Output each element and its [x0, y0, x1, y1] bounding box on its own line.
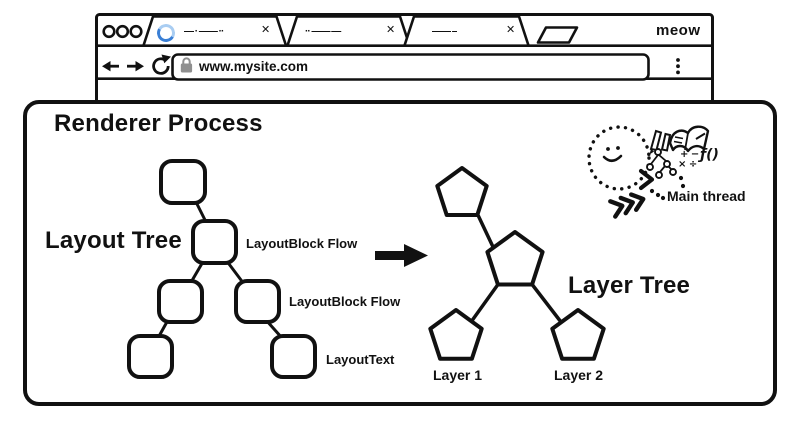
- tab-close-icon[interactable]: ✕: [261, 23, 271, 36]
- math-symbols-icon: + −: [680, 149, 699, 160]
- browser-brand-label: meow: [656, 22, 701, 39]
- tab-2[interactable]: [286, 15, 411, 46]
- tab-3[interactable]: [403, 15, 530, 46]
- layer-tree-label: Layer Tree: [568, 272, 691, 299]
- layout-tree-label: Layout Tree: [45, 227, 182, 254]
- function-symbol-icon: ƒ(): [700, 147, 719, 163]
- tab-close-icon[interactable]: ✕: [506, 23, 516, 36]
- window-buttons-icon[interactable]: [102, 24, 143, 39]
- forward-icon[interactable]: [127, 61, 144, 72]
- menu-icon[interactable]: [676, 58, 680, 75]
- tab-close-icon[interactable]: ✕: [386, 23, 396, 36]
- url-field[interactable]: [171, 53, 650, 81]
- tab-title-scribble: —— –: [432, 26, 457, 37]
- url-text[interactable]: www.mysite.com: [199, 59, 309, 74]
- tab-1-active[interactable]: [142, 15, 288, 46]
- main-thread-label: Main thread: [667, 188, 746, 204]
- lock-icon: [180, 57, 193, 73]
- reload-icon[interactable]: [152, 54, 171, 75]
- layout-node-label: LayoutText: [326, 352, 395, 367]
- layout-node-label: LayoutBlock Flow: [289, 294, 401, 309]
- renderer-process-title: Renderer Process: [54, 110, 263, 137]
- tab-title-scribble: — · —— ··: [184, 26, 224, 37]
- tab-title-scribble: ·· —— —: [305, 26, 341, 37]
- back-icon[interactable]: [102, 61, 119, 72]
- math-symbols-icon: × ÷: [678, 159, 697, 170]
- browser-window: [95, 13, 714, 106]
- layout-node-label: LayoutBlock Flow: [246, 236, 358, 251]
- layer-leaf-label: Layer 2: [554, 367, 604, 383]
- new-tab-icon[interactable]: [536, 26, 579, 44]
- layer-leaf-label: Layer 1: [433, 367, 483, 383]
